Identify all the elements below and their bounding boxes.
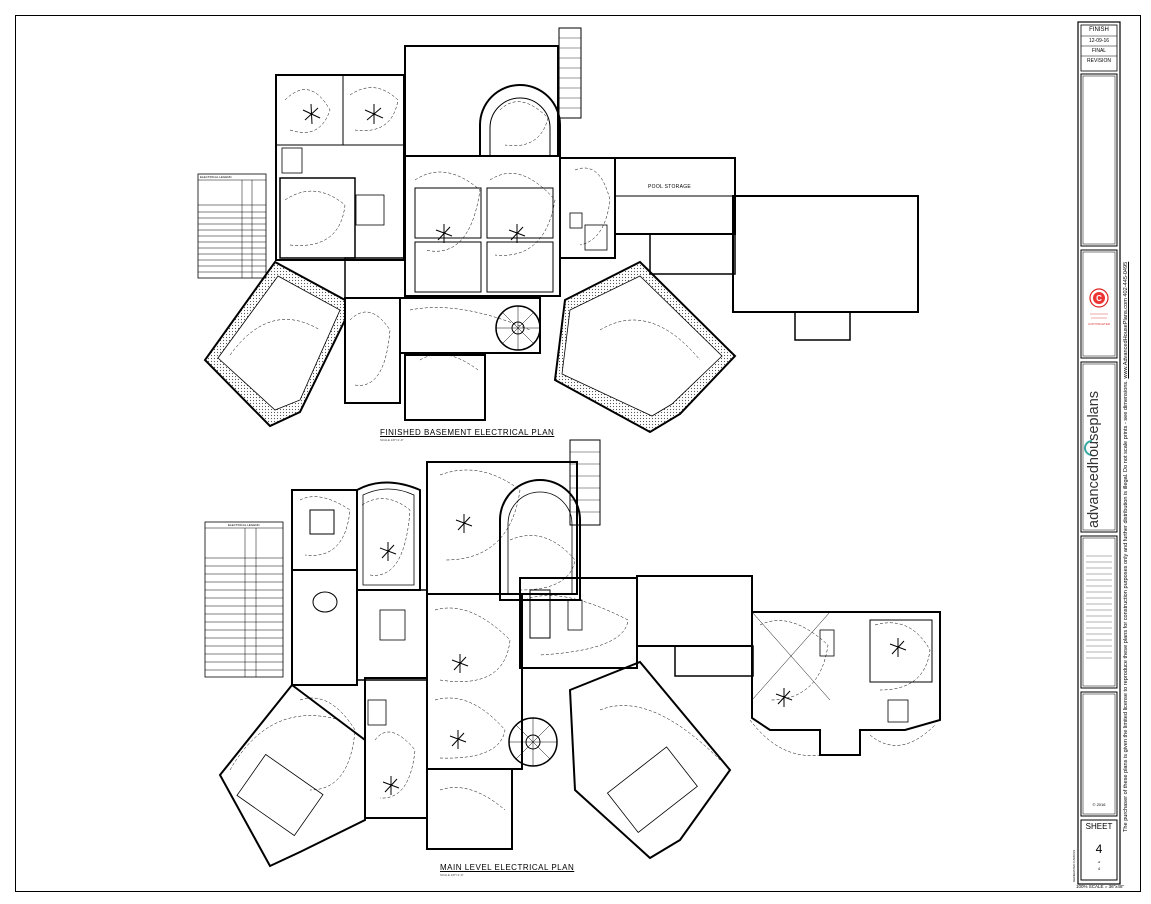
disclaimer-body: The purchaser of these plans is given th… <box>1123 380 1129 832</box>
title-block <box>1077 21 1121 885</box>
sheet-of: of <box>1097 860 1101 864</box>
date-label: 12-09-16 <box>1088 38 1109 44</box>
main-level-wiring <box>229 469 936 811</box>
svg-text:C: C <box>1096 294 1102 303</box>
main-legend-table <box>204 521 284 678</box>
final-label: FINAL <box>1091 48 1107 54</box>
seal-text: COPYRIGHTED <box>1087 322 1110 326</box>
basement-wiring <box>229 87 701 386</box>
sheet-border <box>15 15 1141 892</box>
revision-label: REVISION <box>1087 58 1111 64</box>
brand-name: advancedhouseplans <box>1086 390 1102 528</box>
basement-plan <box>203 27 919 434</box>
sheet-number: 4 <box>1095 842 1103 856</box>
copyright-year: © 2016 <box>1092 802 1106 807</box>
copyright-seal-icon: C <box>1089 288 1109 319</box>
main-plan-scale: SCALE 1/8"=1'-0" <box>440 873 464 877</box>
contact-text[interactable]: www.AdvancedHousePlans.com 402-445-0495 <box>1123 261 1129 379</box>
disclaimer-text: The purchaser of these plans is given th… <box>1123 262 1129 832</box>
sheet-label: SHEET <box>1085 822 1113 831</box>
pool-storage-label: POOL STORAGE <box>648 184 692 190</box>
notes-box <box>1086 555 1112 659</box>
main-legend-title: ELECTRICAL LEGEND <box>228 523 260 527</box>
generated-note: GENERATED CAROUS <box>1072 849 1076 882</box>
ceiling-fan-icon <box>302 103 526 243</box>
brand-logo-icon <box>1084 440 1093 456</box>
main-ceiling-fan-icons <box>379 514 907 795</box>
basement-plan-title: FINISHED BASEMENT ELECTRICAL PLAN <box>380 428 555 437</box>
status-label: FINISH <box>1089 27 1109 33</box>
basement-legend-title: ELECTRICAL LEGEND <box>200 175 232 179</box>
sheet-total: 4 <box>1097 866 1101 871</box>
basement-plan-scale: SCALE 1/8"=1'-0" <box>380 438 404 442</box>
basement-legend-table <box>197 173 267 279</box>
scale-note: 100% SCALE = 36"x48" <box>1075 884 1125 889</box>
main-level-plan <box>218 439 941 868</box>
main-plan-title: MAIN LEVEL ELECTRICAL PLAN <box>440 863 575 872</box>
